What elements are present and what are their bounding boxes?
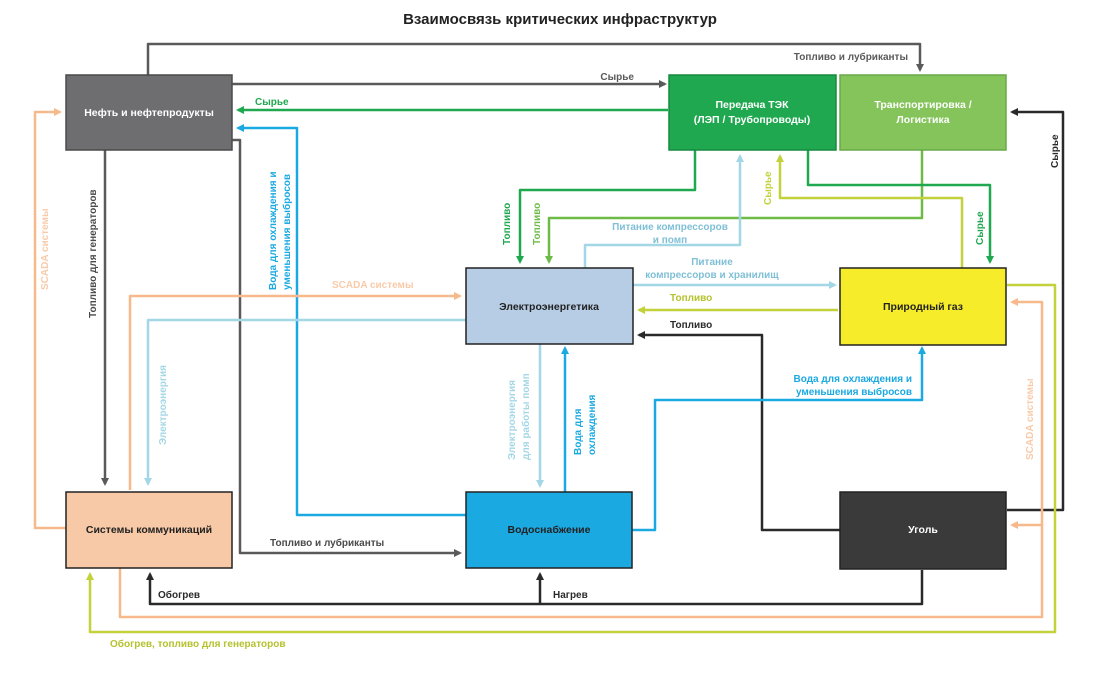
node-coal-label: Уголь	[908, 524, 938, 536]
edge-fuel-lubricants-top	[146, 42, 924, 75]
label-compressor-power-1: Питание компрессоров	[612, 222, 728, 233]
node-water[interactable]: Водоснабжение	[465, 491, 633, 569]
node-tek[interactable]: Передача ТЭК (ЛЭП / Трубопроводы)	[668, 74, 837, 151]
node-comms-label: Системы коммуникаций	[86, 524, 212, 536]
edge-fuel-tek	[516, 150, 697, 264]
node-transport-label-1: Транспортировка /	[874, 99, 971, 111]
node-tek-label-2: (ЛЭП / Трубопроводы)	[694, 114, 811, 126]
label-heating-fuel: Обогрев, топливо для генераторов	[110, 638, 285, 650]
edge-raw-gas	[806, 150, 994, 264]
label-cooling-water-2: уменьшения выбросов	[281, 174, 293, 290]
node-tek-label-1: Передача ТЭК	[715, 99, 789, 111]
node-gas[interactable]: Природный газ	[839, 267, 1007, 346]
label-cooling-gas-2: уменьшения выбросов	[796, 386, 912, 398]
label-scada-right: SCADA системы	[1025, 379, 1036, 461]
label-cooling-gas-1: Вода для охлаждения и	[794, 374, 912, 385]
edge-cooling-water-petroleum	[236, 124, 466, 517]
label-heating: Обогрев	[158, 589, 200, 601]
node-coal[interactable]: Уголь	[839, 491, 1007, 570]
label-raw-coal: Сырье	[1050, 134, 1061, 168]
label-fuel-gas-power: Топливо	[670, 293, 712, 304]
label-raw-top: Сырье	[600, 72, 634, 83]
diagram-title: Взаимосвязь критических инфраструктур	[403, 11, 717, 28]
node-power[interactable]: Электроэнергетика	[465, 267, 634, 345]
node-water-label: Водоснабжение	[508, 524, 591, 536]
node-comms[interactable]: Системы коммуникаций	[65, 491, 233, 569]
node-petroleum[interactable]: Нефть и нефтепродукты	[65, 74, 233, 151]
label-cooling-2: охлаждения	[587, 394, 598, 455]
label-pump-power-1: Электроэнергия	[507, 380, 518, 460]
label-compressor-power-2: и помп	[653, 235, 687, 246]
node-power-label: Электроэнергетика	[499, 301, 599, 313]
label-fuel-lubricants-top: Топливо и лубриканты	[794, 51, 908, 63]
label-scada-left: SCADA системы	[40, 209, 51, 291]
label-fuel-transport: Топливо	[532, 203, 543, 245]
edge-heating-fuel	[86, 283, 1057, 634]
edge-scada-right	[118, 298, 1044, 619]
label-fuel-tek: Топливо	[502, 203, 513, 245]
edge-compressor-power	[583, 154, 744, 268]
edge-heating	[146, 570, 924, 606]
node-transport-label-2: Логистика	[896, 114, 949, 126]
label-raw-yellow: Сырье	[763, 171, 774, 205]
edge-fuel-lubricants-bottom	[232, 138, 462, 557]
label-compressor-storage-1: Питание	[691, 257, 733, 268]
edge-raw-yellow	[776, 154, 964, 268]
label-heat: Нагрев	[553, 590, 588, 601]
edge-scada-top	[128, 292, 462, 490]
label-compressor-storage-2: компрессоров и хранилищ	[645, 270, 779, 281]
node-petroleum-label: Нефть и нефтепродукты	[84, 107, 214, 119]
label-fuel-lubricants-bottom: Топливо и лубриканты	[270, 537, 384, 549]
edge-raw-coal	[1007, 108, 1065, 512]
label-electricity: Электроэнергия	[158, 365, 169, 445]
edge-electricity	[144, 318, 466, 486]
label-scada-top: SCADA системы	[332, 280, 414, 291]
label-fuel-coal-power: Топливо	[670, 320, 712, 331]
edge-fuel-coal-power	[637, 331, 840, 532]
edge-cooling-gas	[632, 346, 926, 532]
label-cooling-1: Вода для	[573, 408, 584, 455]
label-raw-green: Сырье	[255, 97, 289, 108]
node-gas-label: Природный газ	[883, 301, 963, 313]
label-cooling-water-1: Вода для охлаждения и	[268, 172, 279, 290]
label-pump-power-2: для работы помп	[520, 373, 532, 460]
edge-scada-left	[33, 108, 66, 530]
node-transport[interactable]: Транспортировка / Логистика	[839, 74, 1007, 151]
label-raw-gas: Сырье	[975, 211, 986, 245]
label-fuel-generators: Топливо для генераторов	[88, 189, 99, 318]
